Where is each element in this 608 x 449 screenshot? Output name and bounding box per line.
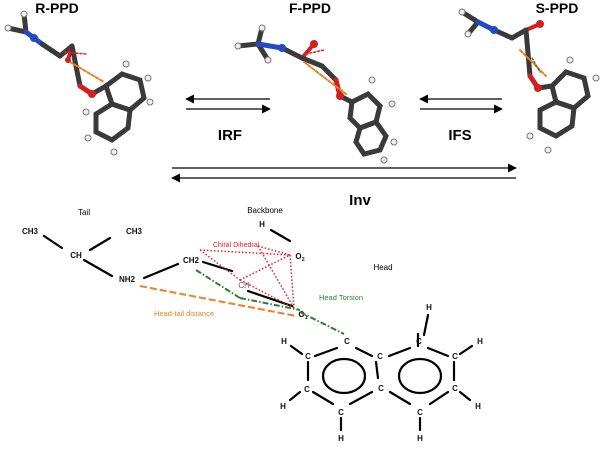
atom-ch3-left: CH3 [22,227,39,236]
ring-carbon: C [452,384,458,393]
aromatic-ring-left [321,357,367,395]
chiral-dihedral-label: Chiral Dihedral [213,242,260,249]
ring-hydrogen: H [280,402,286,411]
chiral-dihedral-indicator [199,245,295,309]
r-ppd-molecule-model [4,10,154,156]
atom-ch3-right: CH3 [126,227,143,236]
atom-h-hydroxyl: H [259,220,265,229]
aromatic-ring-right [397,357,443,395]
s-ppd-molecule-model [458,8,600,154]
ring-carbon: C [378,384,384,393]
backbone-region-label: Backbone [247,206,283,215]
inv-label: Inv [349,192,371,209]
ring-carbon: C [416,337,422,346]
ring-carbon: C [417,408,423,417]
ring-carbon: C [377,352,383,361]
ring-carbon: C [305,352,311,361]
skeleton-bonds [42,228,474,432]
tail-region-label: Tail [78,208,90,217]
head-tail-distance-indicator [139,285,297,317]
ring-carbon: C [452,352,458,361]
f-ppd-molecule-model [234,24,398,164]
ifs-equilibrium-arrows [419,94,503,114]
f-ppd-label: F-PPD [289,0,331,16]
ring-carbon: C [344,337,350,346]
ifs-label: IFS [448,127,471,144]
atom-ch-backbone: CH [238,281,250,290]
s-ppd-label: S-PPD [536,0,579,16]
atom-o2: O2 [295,252,304,263]
atom-ch2: CH2 [183,256,200,265]
r-ppd-label: R-PPD [35,0,79,16]
head-torsion-indicator [195,269,345,335]
ring-hydrogen: H [475,402,481,411]
head-tail-distance-label: Head-tail distance [154,309,214,318]
atom-ch-tail: CH [70,251,82,260]
ring-carbon: C [338,408,344,417]
head-region-label: Head [373,263,392,272]
irf-label: IRF [218,127,242,144]
ring-hydrogen: H [338,434,344,443]
ring-hydrogen: H [426,303,432,312]
atom-nh2: NH2 [119,275,136,284]
irf-equilibrium-arrows [185,94,271,114]
ring-hydrogen: H [281,337,287,346]
head-torsion-label: Head Torsion [319,293,363,302]
inv-equilibrium-arrows [171,163,517,183]
ring-carbon: C [304,385,310,394]
ring-hydrogen: H [477,337,483,346]
atom-o1: O1 [298,310,307,321]
ring-hydrogen: H [417,434,423,443]
